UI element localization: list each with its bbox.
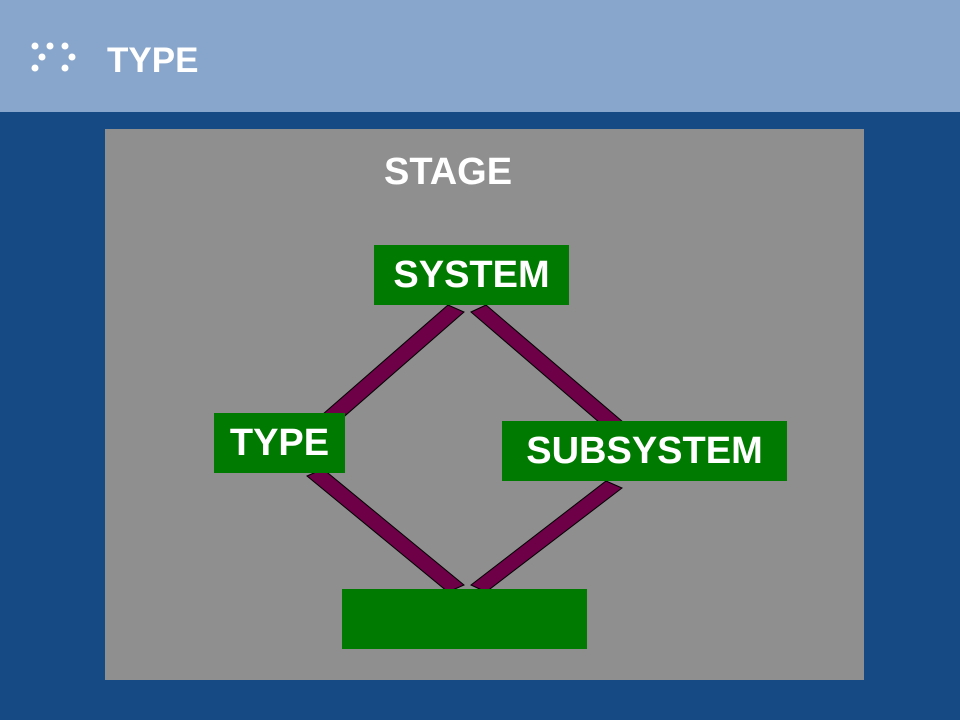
connector-subsystem-bottom — [470, 480, 623, 593]
node-type: TYPE — [214, 413, 345, 473]
dots-icon — [31, 42, 76, 72]
page-title: TYPE — [107, 41, 199, 80]
connector-system-subsystem — [470, 304, 631, 436]
node-bottom — [342, 589, 587, 649]
header-bar: TYPE — [0, 0, 960, 112]
stage-label: STAGE — [384, 151, 513, 193]
node-subsystem: SUBSYSTEM — [502, 421, 787, 481]
node-system: SYSTEM — [374, 245, 569, 305]
connector-type-bottom — [306, 468, 465, 593]
